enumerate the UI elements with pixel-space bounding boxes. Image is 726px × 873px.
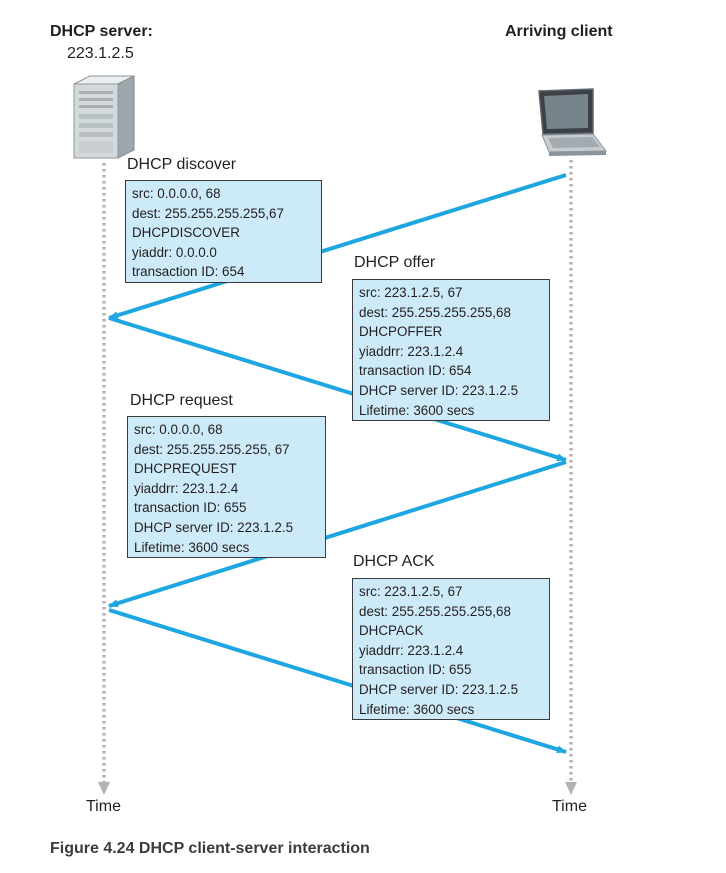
request-line: src: 0.0.0.0, 68 [134,422,223,437]
ack-arrow [108,608,567,754]
ack-title: DHCP ACK [353,553,435,570]
request-title: DHCP request [130,392,233,409]
server-title: DHCP server: [50,23,153,40]
offer-line: Lifetime: 3600 secs [359,402,475,418]
client-time-label: Time [552,798,587,815]
ack-line: DHCP server ID: 223.1.2.5 [359,681,519,697]
request-line: dest: 255.255.255.255, 67 [134,441,290,457]
discover-line: dest: 255.255.255.255,67 [132,205,284,221]
ack-line: DHCPACK [359,623,424,639]
client-title: Arriving client [505,23,613,40]
discover-box: src: 0.0.0.0, 68 dest: 255.255.255.255,6… [125,180,322,283]
figure-caption: Figure 4.24 DHCP client-server interacti… [50,840,370,857]
server-timeline-arrowhead [98,782,110,795]
ack-line: yiaddrr: 223.1.2.4 [359,642,464,658]
ack-line: dest: 255.255.255.255,68 [359,603,511,619]
offer-line: DHCP server ID: 223.1.2.5 [359,382,519,398]
request-line: transaction ID: 655 [134,500,247,516]
request-arrow [108,460,567,608]
discover-line: transaction ID: 654 [132,264,245,280]
discover-line: src: 0.0.0.0, 68 [132,186,221,201]
server-tower-icon [73,75,135,159]
discover-title: DHCP discover [127,156,237,173]
laptop-icon [538,88,607,156]
offer-line: yiaddrr: 223.1.2.4 [359,343,464,359]
client-timeline-arrowhead [565,782,577,795]
request-box: src: 0.0.0.0, 68 dest: 255.255.255.255, … [127,416,326,558]
request-line: DHCPREQUEST [134,461,237,477]
discover-line: DHCPDISCOVER [132,225,240,241]
ack-line: transaction ID: 655 [359,662,472,678]
offer-line: dest: 255.255.255.255,68 [359,304,511,320]
discover-line: yiaddr: 0.0.0.0 [132,244,217,260]
request-line: yiaddrr: 223.1.2.4 [134,480,239,496]
server-time-label: Time [86,798,121,815]
offer-line: src: 223.1.2.5, 67 [359,285,463,300]
request-line: DHCP server ID: 223.1.2.5 [134,519,294,535]
offer-line: DHCPOFFER [359,324,443,340]
offer-line: transaction ID: 654 [359,363,472,379]
request-line: Lifetime: 3600 secs [134,539,250,555]
offer-box: src: 223.1.2.5, 67 dest: 255.255.255.255… [352,279,550,421]
server-ip: 223.1.2.5 [67,45,134,62]
ack-box: src: 223.1.2.5, 67 dest: 255.255.255.255… [352,578,550,720]
ack-line: src: 223.1.2.5, 67 [359,584,463,599]
ack-line: Lifetime: 3600 secs [359,701,475,717]
discover-arrow [108,173,567,320]
offer-arrow [108,316,567,462]
offer-title: DHCP offer [354,254,436,271]
